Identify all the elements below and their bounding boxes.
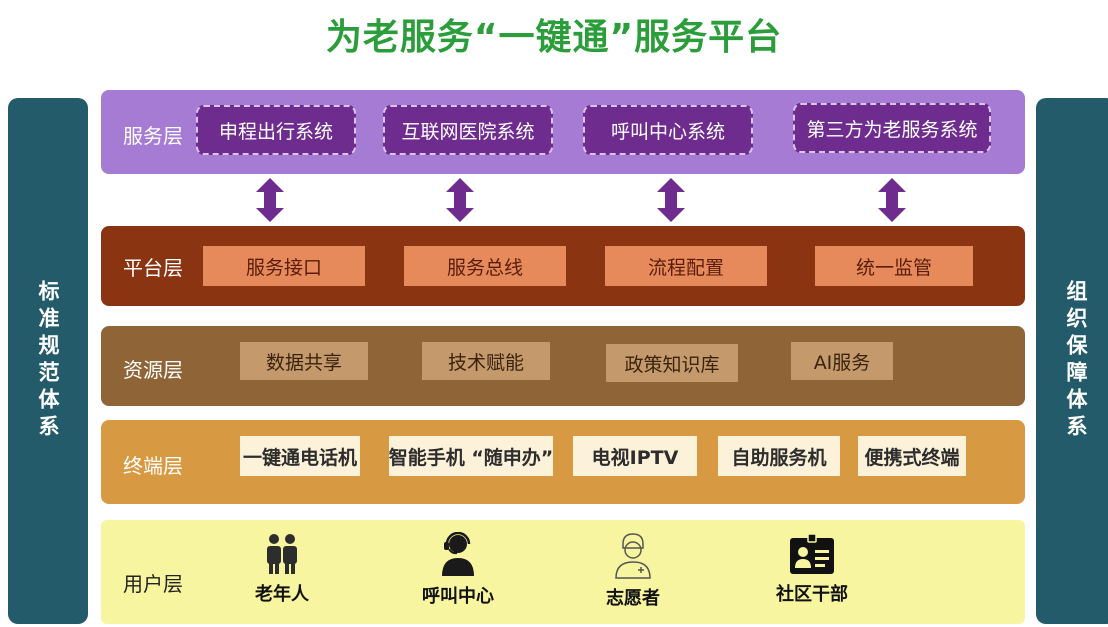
call-center-icon bbox=[442, 532, 474, 576]
platform-item-4: 统一监管 bbox=[815, 246, 973, 286]
service-layer: 服务层 申程出行系统 互联网医院系统 呼叫中心系统 第三方为老服务系统 bbox=[101, 90, 1025, 174]
organization-support-label: 组织保障体系 bbox=[1064, 280, 1088, 442]
user-label-volunteer: 志愿者 bbox=[606, 588, 660, 609]
service-layer-name: 服务层 bbox=[123, 124, 183, 148]
terminal-layer: 终端层 一键通电话机 智能手机 “随申办” 电视IPTV 自助服务机 便携式终端 bbox=[101, 420, 1025, 504]
platform-item-3: 流程配置 bbox=[605, 246, 767, 286]
resource-item-4: AI服务 bbox=[791, 342, 893, 380]
resource-item-3: 政策知识库 bbox=[606, 344, 738, 382]
user-layer: 用户层 bbox=[101, 520, 1025, 624]
terminal-item-1: 一键通电话机 bbox=[240, 436, 360, 476]
user-call-center: 呼叫中心 bbox=[398, 532, 518, 608]
platform-layer: 平台层 服务接口 服务总线 流程配置 统一监管 bbox=[101, 226, 1025, 306]
platform-layer-name: 平台层 bbox=[123, 256, 183, 280]
double-arrow-icon bbox=[878, 178, 906, 222]
service-item-4: 第三方为老服务系统 bbox=[793, 103, 991, 153]
platform-item-1: 服务接口 bbox=[203, 246, 365, 286]
terminal-item-5: 便携式终端 bbox=[858, 436, 966, 476]
user-layer-name: 用户层 bbox=[123, 572, 183, 596]
service-item-2: 互联网医院系统 bbox=[383, 105, 553, 155]
double-arrow-icon bbox=[657, 178, 685, 222]
resource-item-1: 数据共享 bbox=[240, 342, 368, 380]
service-item-3: 呼叫中心系统 bbox=[583, 105, 753, 155]
user-label-community-cadre: 社区干部 bbox=[776, 584, 848, 605]
terminal-item-2: 智能手机 “随申办” bbox=[389, 436, 553, 476]
user-volunteer: 志愿者 bbox=[573, 532, 693, 610]
double-arrow-icon bbox=[256, 178, 284, 222]
id-card-icon bbox=[790, 533, 834, 574]
terminal-layer-name: 终端层 bbox=[123, 454, 183, 478]
double-arrow-icon bbox=[446, 178, 474, 222]
resource-layer-name: 资源层 bbox=[123, 358, 183, 382]
user-label-call-center: 呼叫中心 bbox=[422, 586, 494, 607]
standards-system-label: 标准规范体系 bbox=[36, 280, 60, 442]
resource-item-2: 技术赋能 bbox=[422, 342, 550, 380]
page-title: 为老服务“一键通”服务平台 bbox=[325, 17, 783, 58]
standards-system-bar: 标准规范体系 bbox=[8, 98, 88, 624]
platform-item-2: 服务总线 bbox=[404, 246, 566, 286]
user-community-cadre: 社区干部 bbox=[752, 532, 872, 606]
volunteer-icon bbox=[615, 533, 651, 579]
terminal-item-3: 电视IPTV bbox=[573, 436, 697, 476]
organization-support-bar: 组织保障体系 bbox=[1036, 98, 1108, 624]
terminal-item-4: 自助服务机 bbox=[718, 436, 840, 476]
user-label-elderly: 老年人 bbox=[255, 584, 309, 605]
elderly-icon bbox=[267, 534, 297, 574]
service-item-1: 申程出行系统 bbox=[196, 105, 356, 155]
resource-layer: 资源层 数据共享 技术赋能 政策知识库 AI服务 bbox=[101, 326, 1025, 406]
user-elderly: 老年人 bbox=[222, 532, 342, 606]
